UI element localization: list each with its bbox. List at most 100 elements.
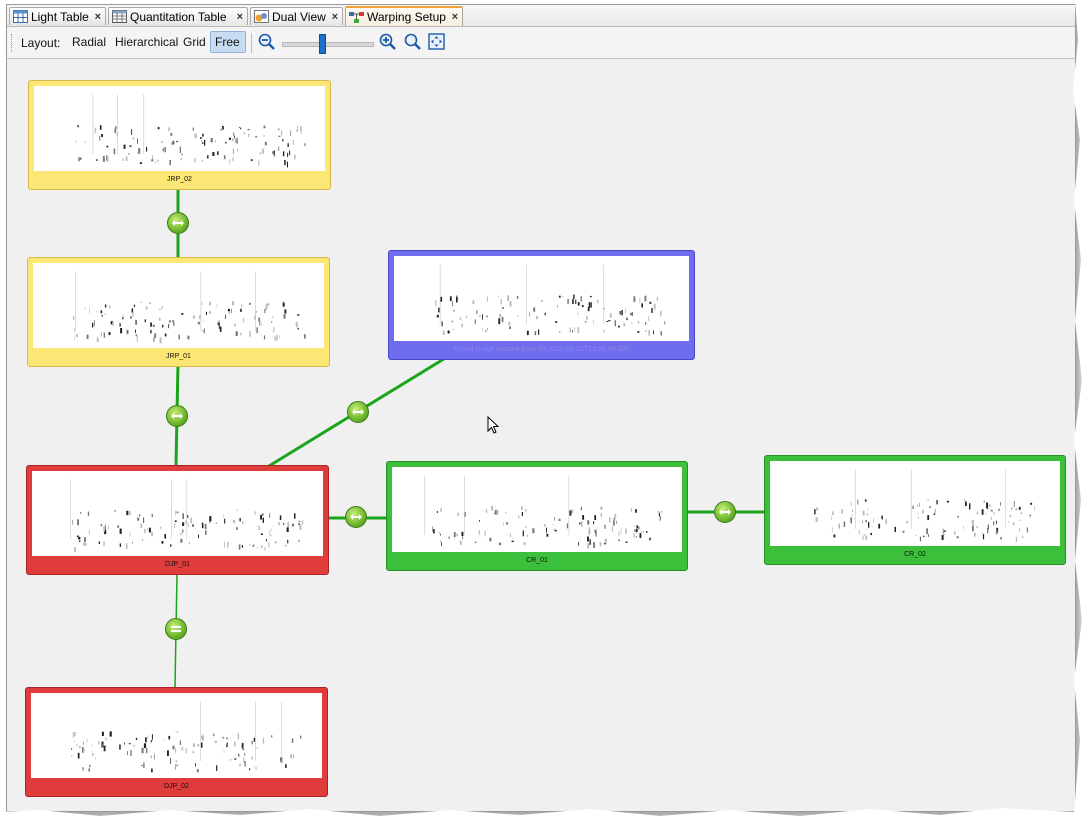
- equal-icon[interactable]: [165, 618, 187, 640]
- graph-canvas[interactable]: JRP_02 JRP_01 Fused image created from f…: [7, 59, 1075, 811]
- gel-thumbnail: [394, 256, 689, 341]
- close-icon[interactable]: ×: [94, 11, 101, 23]
- gel-spot: [254, 315, 256, 320]
- gel-spot: [180, 158, 182, 161]
- tab-dual-view[interactable]: Dual View ×: [250, 7, 343, 25]
- zoom-slider-track[interactable]: [282, 42, 374, 47]
- gel-spot: [249, 331, 251, 337]
- gel-spot: [525, 526, 527, 528]
- gel-streak: [200, 701, 201, 761]
- gel-spot: [94, 127, 97, 133]
- gel-node-cr02[interactable]: CR_02: [764, 455, 1066, 565]
- gel-spot: [572, 299, 574, 305]
- gel-spot: [865, 535, 868, 540]
- dual-view-icon: [254, 10, 269, 23]
- gel-spot: [1020, 512, 1022, 515]
- gel-spot: [658, 512, 660, 517]
- gel-spot: [119, 323, 121, 327]
- warp-arrows-icon[interactable]: [345, 506, 367, 528]
- gel-spot: [294, 513, 296, 519]
- layout-hierarchical-button[interactable]: Hierarchical: [115, 35, 179, 49]
- gel-spot: [496, 509, 499, 513]
- gel-spot: [864, 499, 867, 502]
- gel-spot: [604, 543, 607, 545]
- gel-spot: [232, 148, 234, 155]
- gel-spot: [843, 521, 846, 527]
- gel-spot: [164, 333, 167, 337]
- gel-spot: [526, 330, 529, 336]
- gel-spot: [100, 523, 103, 527]
- warp-arrows-icon[interactable]: [714, 501, 736, 523]
- gel-node-fused[interactable]: Fused image created from file 2016-05-02…: [388, 250, 695, 360]
- gel-node-cr01[interactable]: CR_01: [386, 461, 688, 571]
- gel-spot: [161, 306, 163, 309]
- gel-spot: [502, 307, 504, 309]
- zoom-in-icon[interactable]: [379, 33, 397, 51]
- layout-toolbar: Layout: Radial Hierarchical Grid Free: [7, 27, 1075, 59]
- gel-spot: [499, 542, 502, 546]
- gel-spot: [508, 322, 511, 324]
- gel-spot: [249, 302, 251, 305]
- gel-spot: [258, 317, 260, 322]
- gel-spot: [201, 522, 204, 529]
- gel-spot: [985, 512, 987, 515]
- tab-light-table[interactable]: Light Table ×: [9, 7, 106, 25]
- gel-thumbnail: [33, 263, 324, 348]
- gel-spot: [929, 506, 932, 508]
- toolbar-grip[interactable]: [11, 34, 14, 52]
- gel-spot: [89, 307, 90, 314]
- gel-spot: [584, 321, 587, 323]
- gel-spot: [179, 740, 181, 746]
- zoom-slider-thumb[interactable]: [319, 34, 326, 54]
- gel-spot: [277, 146, 280, 151]
- gel-spot: [928, 533, 929, 537]
- gel-spot: [236, 527, 238, 530]
- close-icon[interactable]: ×: [236, 11, 243, 23]
- warp-arrows-icon[interactable]: [166, 405, 188, 427]
- gel-spot: [242, 748, 245, 751]
- gel-spot: [553, 523, 554, 526]
- gel-spot: [476, 310, 478, 315]
- gel-spot: [73, 316, 75, 320]
- gel-node-djp02[interactable]: DJP_02: [25, 687, 328, 797]
- gel-spot: [441, 542, 442, 547]
- gel-spot: [258, 525, 259, 531]
- gel-spot: [229, 158, 231, 164]
- gel-spot: [902, 530, 905, 533]
- gel-node-jrp01[interactable]: JRP_01: [27, 257, 330, 367]
- layout-radial-button[interactable]: Radial: [72, 35, 107, 49]
- quant-table-icon: [112, 10, 127, 23]
- gel-spot: [197, 743, 200, 747]
- gel-spot: [231, 138, 234, 142]
- gel-spot: [244, 761, 246, 767]
- close-icon[interactable]: ×: [331, 11, 338, 23]
- fit-to-window-icon[interactable]: [428, 33, 446, 51]
- warp-arrows-icon[interactable]: [167, 212, 189, 234]
- gel-spot: [534, 331, 537, 336]
- close-icon[interactable]: ×: [451, 11, 458, 23]
- tab-quantitation-table[interactable]: Quantitation Table ×: [108, 7, 248, 25]
- gel-spot: [660, 331, 662, 336]
- gel-node-djp01[interactable]: DJP_01: [26, 465, 329, 575]
- warp-arrows-icon[interactable]: [347, 401, 369, 423]
- layout-free-button[interactable]: Free: [210, 31, 246, 53]
- gel-spot: [263, 135, 265, 137]
- gel-spot: [201, 140, 202, 143]
- gel-spot: [608, 320, 611, 322]
- gel-spot: [282, 151, 285, 157]
- gel-spot: [1013, 501, 1015, 507]
- gel-spot: [619, 311, 621, 315]
- gel-spot: [944, 530, 946, 532]
- gel-spot: [215, 522, 217, 524]
- gel-spot: [142, 538, 144, 542]
- gel-spot: [170, 758, 171, 764]
- gel-spot: [990, 516, 992, 520]
- gel-spot: [599, 542, 602, 547]
- gel-streak: [75, 271, 77, 331]
- zoom-out-icon[interactable]: [258, 33, 276, 51]
- zoom-reset-icon[interactable]: [404, 33, 422, 51]
- layout-grid-button[interactable]: Grid: [183, 35, 206, 49]
- gel-spot: [919, 536, 921, 542]
- tab-warping-setup[interactable]: Warping Setup ×: [345, 6, 463, 26]
- gel-node-jrp02[interactable]: JRP_02: [28, 80, 331, 190]
